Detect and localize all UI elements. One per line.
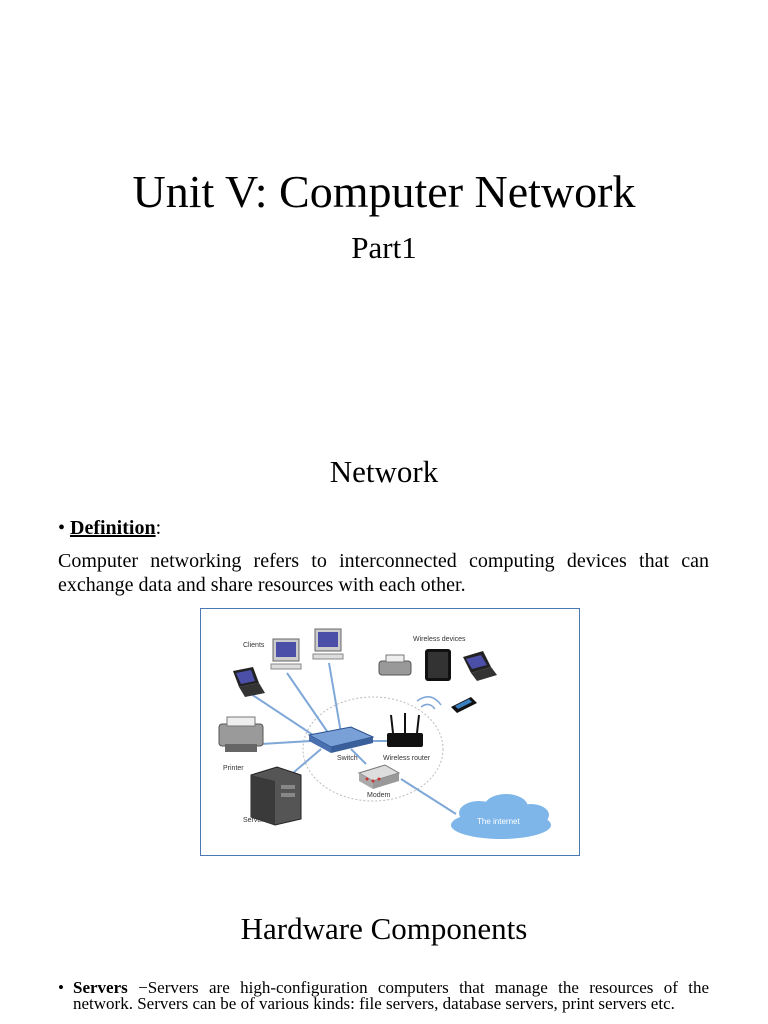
servers-text-block: Servers −Servers are high-configuration … [73, 978, 709, 1013]
servers-bullet: • Servers −Servers are high-configuratio… [58, 978, 709, 1013]
modem-icon [357, 764, 401, 789]
hardware-heading: Hardware Components [240, 911, 528, 946]
internet-label: The internet [477, 817, 520, 826]
lan-boundary [302, 696, 444, 802]
slide-subtitle: Part1 [351, 230, 417, 265]
definition-colon: : [155, 517, 162, 539]
network-diagram: Clients Printer Server Switch [200, 608, 580, 856]
internet-cloud-icon [451, 794, 551, 839]
switch-label: Switch [337, 755, 358, 762]
wifi-signal-icon [416, 696, 442, 710]
wireless-printer-icon [378, 654, 412, 676]
wireless-laptop-icon [463, 651, 497, 681]
definition-text: Computer networking refers to interconne… [58, 550, 709, 596]
slide-title: Unit V: Computer Network [132, 166, 636, 217]
network-diagram-svg: Clients Printer Server Switch [218, 628, 551, 839]
printer-label: Printer [223, 765, 244, 772]
wireless-router-label: Wireless router [383, 755, 431, 762]
definition-label: Definition [70, 517, 156, 539]
servers-label: Servers [73, 978, 128, 997]
bullet-dot: • [58, 978, 64, 997]
client-computer-icon [270, 638, 302, 670]
smartphone-icon [451, 697, 477, 713]
definition-bullet: • Definition: [58, 515, 161, 541]
bullet-dot: • [58, 517, 71, 539]
server-icon [250, 766, 302, 826]
client-computer-icon [312, 628, 344, 660]
clients-label: Clients [243, 642, 265, 649]
network-heading: Network [329, 454, 439, 489]
printer-icon [218, 716, 264, 752]
switch-icon [307, 726, 375, 753]
servers-description: −Servers are high-configuration computer… [73, 978, 709, 1013]
tablet-icon [425, 649, 451, 681]
laptop-icon [233, 667, 265, 697]
modem-label: Modem [367, 792, 391, 799]
wireless-router-icon [387, 713, 423, 747]
wireless-devices-label: Wireless devices [413, 636, 466, 643]
server-label: Server [243, 817, 264, 824]
